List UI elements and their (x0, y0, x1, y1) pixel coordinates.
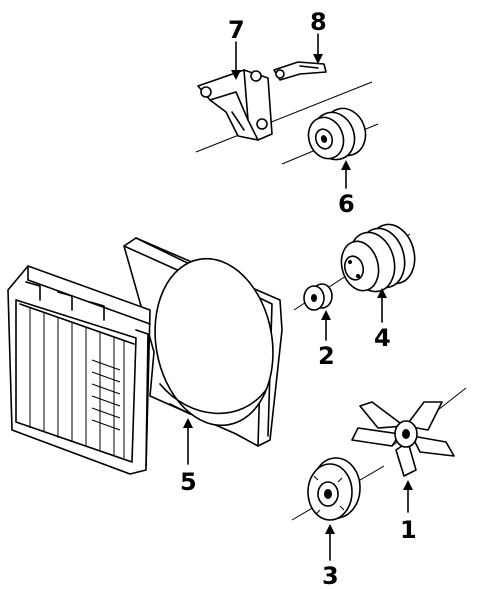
leader-7 (231, 41, 241, 80)
fan-shroud-drawing (123, 237, 283, 447)
callout-1: 1 (400, 516, 417, 544)
callout-3: 3 (322, 562, 339, 589)
callout-5: 5 (180, 468, 197, 496)
callout-6: 6 (338, 190, 355, 218)
leader-arrows (183, 33, 413, 561)
fan-clutch-drawing (291, 457, 385, 521)
fan-blade-drawing (351, 387, 467, 477)
leader-2 (321, 310, 331, 341)
idler-bracket-drawing (195, 69, 373, 153)
leader-1 (403, 480, 413, 513)
leader-8 (313, 33, 323, 64)
radiator-drawing (7, 265, 151, 475)
spacer-drawing (303, 283, 333, 311)
leader-6 (341, 160, 351, 189)
water-pump-pulley-drawing (293, 223, 416, 311)
bracket-bolt-drawing (273, 61, 327, 81)
callout-7: 7 (228, 16, 245, 44)
idler-pulley-drawing (281, 107, 379, 165)
leader-4 (377, 288, 387, 323)
callout-8: 8 (310, 8, 327, 36)
callout-2: 2 (318, 342, 335, 370)
callout-4: 4 (374, 324, 391, 352)
leader-3 (325, 524, 335, 561)
leader-5 (183, 418, 193, 465)
